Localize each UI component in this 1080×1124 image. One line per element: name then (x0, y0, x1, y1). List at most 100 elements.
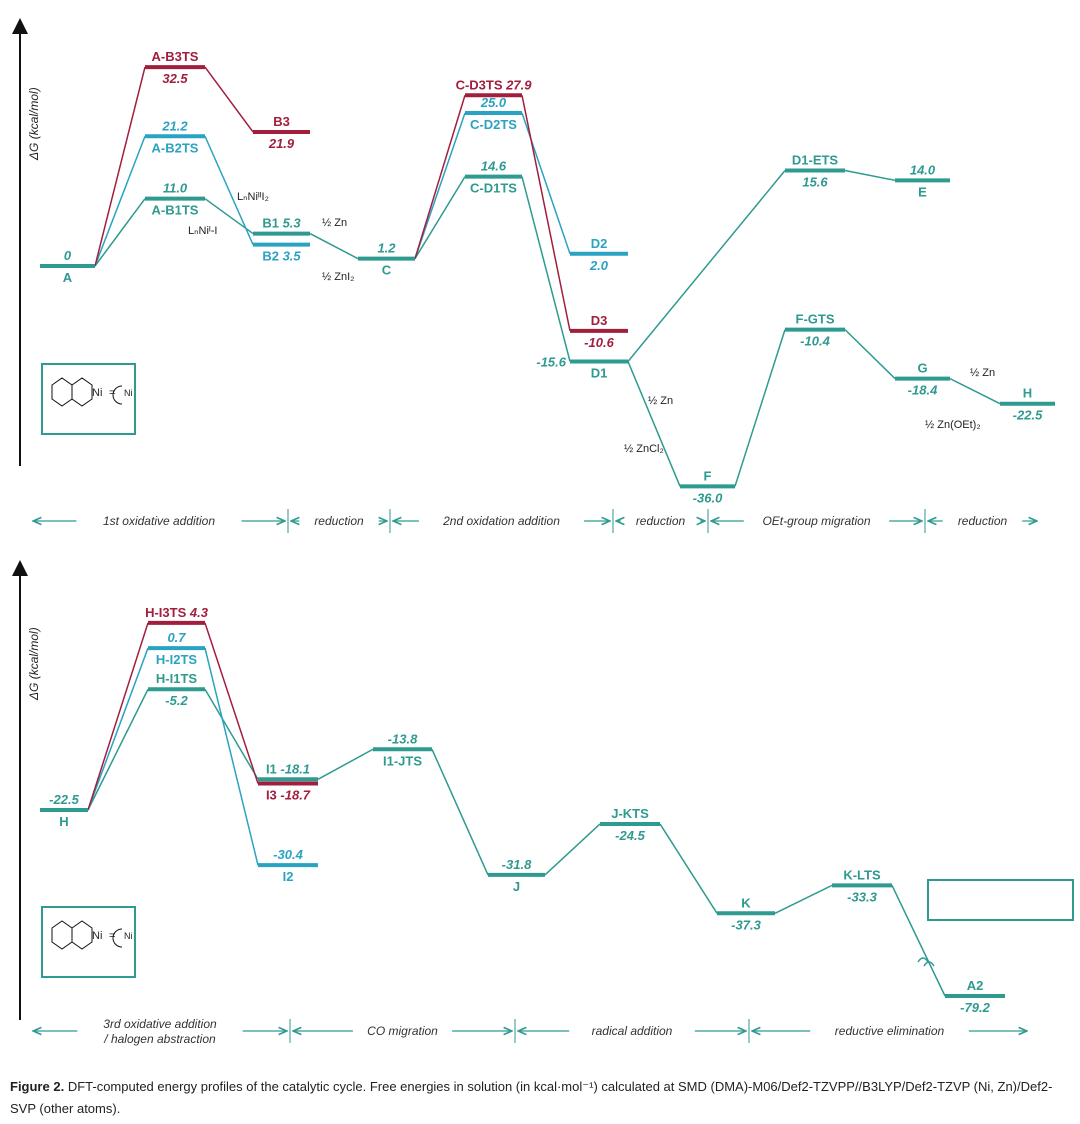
level-label: C-D3TS 27.9 (456, 77, 533, 92)
level-name: B3 (273, 114, 290, 129)
stage-label: 1st oxidative addition (103, 514, 215, 528)
level-name: D3 (591, 313, 608, 328)
note-half-zncl2: ½ ZnCl₂ (624, 443, 664, 455)
connector-a-to-a-b3ts (94, 66, 146, 267)
level-energy: -36.0 (693, 490, 723, 505)
level-energy: 4.3 (189, 605, 209, 620)
level-label: B2 3.5 (262, 249, 301, 264)
level-name: H (1023, 386, 1032, 401)
connector-a-b2ts-to-b2 (204, 135, 254, 245)
level-d1: D1-15.6 (536, 354, 628, 380)
stage-reduction: reduction (616, 514, 705, 528)
connector-g-to-h (949, 377, 1001, 405)
level-energy: 3.5 (283, 249, 302, 264)
stage-label: reduction (958, 514, 1008, 528)
level-energy: -24.5 (615, 828, 645, 843)
level-name: A (63, 270, 73, 285)
connector-d1-to-d1-ets (627, 170, 786, 362)
level-energy: 15.6 (802, 175, 828, 190)
axis-break-mark (917, 957, 935, 967)
level-name: D2 (591, 236, 608, 251)
y-axis-label-top: ΔG (kcal/mol) (27, 87, 41, 161)
connector-j-to-j-kts (544, 823, 601, 876)
connector-d1-ets-to-e (844, 169, 896, 182)
connector-h-i2ts-to-i2 (204, 647, 259, 866)
level-energy: -30.4 (273, 847, 303, 862)
level-i1-jts: I1-JTS-13.8 (373, 731, 432, 768)
level-h-i1ts: H-I1TS-5.2 (148, 671, 205, 708)
stage-radical-addition: radical addition (518, 1024, 746, 1038)
level-f-gts: F-GTS-10.4 (785, 312, 845, 349)
level-label: B1 5.3 (262, 216, 301, 231)
level-a2: A2 -79.2 (945, 978, 1005, 1015)
connector-c-to-c-d1ts (414, 176, 466, 260)
level-name: J (513, 879, 520, 894)
level-d3: D3-10.6 (570, 313, 628, 350)
level-energy: 21.9 (268, 136, 295, 151)
stage-reduction: reduction (291, 514, 387, 528)
level-energy: -18.4 (908, 383, 938, 398)
level-energy: 5.3 (283, 216, 302, 231)
connector-h-to-h-i3ts (87, 622, 149, 811)
connector-k-to-k-lts (774, 884, 833, 914)
level-label: I1 -18.1 (266, 761, 310, 776)
level-name: I3 (266, 787, 280, 802)
level-energy: -22.5 (49, 792, 79, 807)
stage-label: reduction (314, 514, 364, 528)
level-c-d3ts: C-D3TS 27.9 (456, 77, 533, 98)
level-f: F-36.0 (680, 468, 735, 505)
stage-1st-oxidative-addition: 1st oxidative addition (33, 514, 285, 528)
connector-k-lts-to-a2 (891, 885, 946, 997)
level-h: H -22.5 (40, 792, 88, 829)
level-name: A2 (967, 978, 984, 993)
energy-profile-figure: ΔG (kcal/mol) ΔG (kcal/mol) Ni = Ni Ni =… (12, 18, 1074, 1046)
connector-i1-to-i1-jts (317, 748, 374, 780)
note-half-zn-1: ½ Zn (322, 217, 347, 229)
level-energy: -22.5 (1013, 408, 1043, 423)
stage-label: / halogen abstraction (103, 1032, 216, 1046)
level-h-i3ts: H-I3TS 4.3 (145, 605, 209, 625)
level-c: C1.2 (358, 241, 415, 278)
level-name: A-B2TS (152, 140, 199, 155)
level-energy: -33.3 (847, 889, 877, 904)
connector-h-to-h-i1ts (87, 688, 149, 811)
stage-reduction: reduction (928, 514, 1037, 528)
note-lnni-i2: LₙNiᴵᴵI₂ (237, 191, 269, 203)
level-energy: 14.0 (910, 162, 936, 177)
level-name: C-D1TS (470, 181, 517, 196)
level-name: C-D3TS (456, 77, 507, 92)
level-energy: -10.4 (800, 334, 830, 349)
level-e: E14.0 (895, 162, 950, 199)
connector-d1-to-f (627, 361, 681, 487)
level-name: B1 (262, 216, 282, 231)
ligand-legend-bottom: Ni = Ni (41, 906, 136, 978)
level-name: K-LTS (843, 867, 881, 882)
level-b1: B1 5.3 (253, 216, 310, 236)
level-name: H (59, 814, 68, 829)
level-energy: 0.7 (167, 630, 186, 645)
stage-oet-group-migration: OEt-group migration (711, 514, 922, 528)
level-name: I2 (283, 869, 294, 884)
legend-ni-label: Ni (124, 388, 133, 398)
stage-label: reductive elimination (835, 1024, 945, 1038)
level-energy: -31.8 (502, 857, 532, 872)
level-energy: -18.7 (280, 787, 310, 802)
stage-3rd-oxidative-addition-halogen-abstraction: 3rd oxidative addition/ halogen abstract… (33, 1017, 287, 1046)
level-name: B2 (262, 249, 282, 264)
level-name: H-I1TS (156, 671, 198, 686)
level-energy: -15.6 (536, 354, 566, 369)
stage-2nd-oxidation-addition: 2nd oxidation addition (393, 514, 610, 528)
y-axis-label-bottom: ΔG (kcal/mol) (27, 627, 41, 701)
note-half-zn-3: ½ Zn (970, 367, 995, 379)
level-energy: 0 (64, 248, 72, 263)
stage-label: OEt-group migration (762, 514, 870, 528)
level-j-kts: J-KTS-24.5 (600, 806, 660, 843)
connector-c-d3ts-to-d3 (521, 95, 571, 332)
connector-a-to-a-b2ts (94, 135, 146, 267)
level-energy: -79.2 (960, 1000, 990, 1015)
level-energy: -18.1 (280, 761, 310, 776)
